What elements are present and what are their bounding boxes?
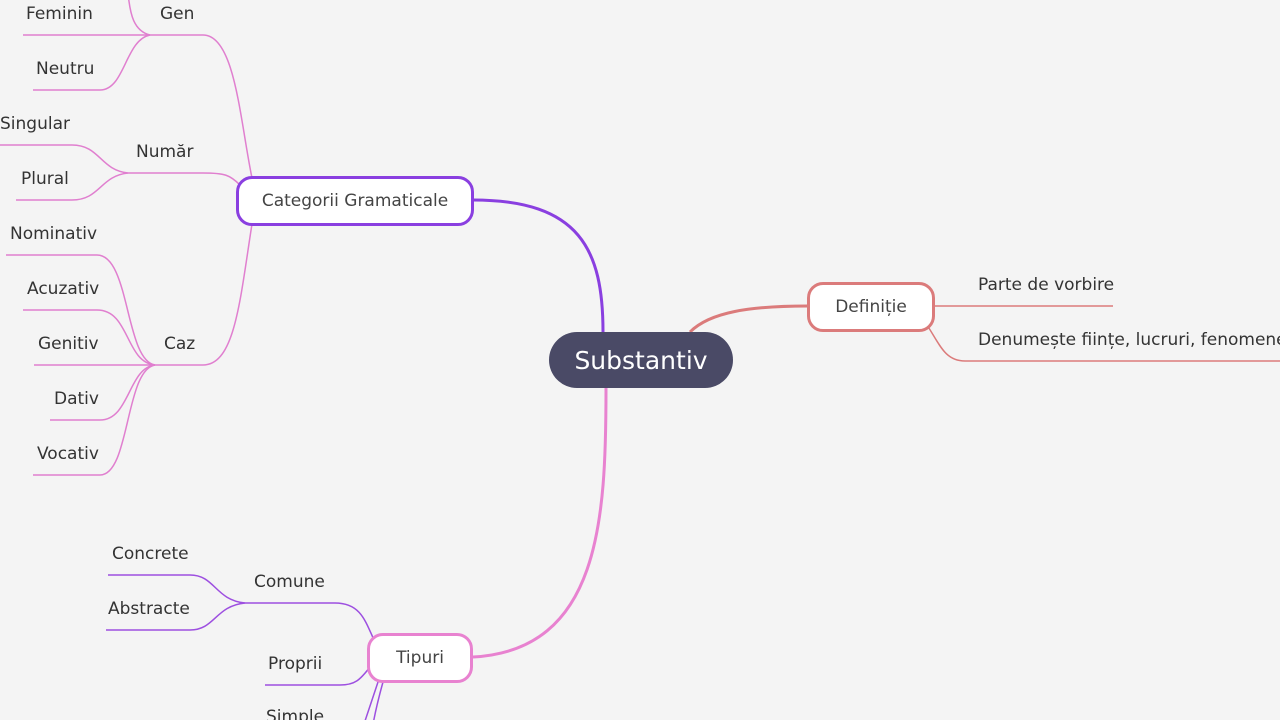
link-comune-abstracte (106, 602, 246, 631)
node-proprii[interactable]: Proprii (268, 654, 323, 674)
node-numar[interactable]: Număr (136, 142, 194, 162)
node-denumeste[interactable]: Denumește ființe, lucruri, fenomene (978, 330, 1280, 350)
node-plural[interactable]: Plural (21, 169, 69, 189)
link-categorii-gen (202, 34, 253, 179)
node-abstracte[interactable]: Abstracte (108, 599, 190, 619)
link-root-tipuri (472, 387, 608, 659)
node-acuzativ[interactable]: Acuzativ (27, 279, 100, 299)
link-numar-plural (16, 172, 129, 201)
link-tipuri-simple (364, 681, 379, 720)
link-caz-nominativ (6, 254, 156, 366)
branch-tipuri-label: Tipuri (396, 648, 444, 668)
root-label: Substantiv (574, 345, 708, 375)
node-dativ[interactable]: Dativ (54, 389, 99, 409)
link-tipuri-comune (245, 602, 375, 641)
node-genitiv[interactable]: Genitiv (38, 334, 99, 354)
node-nominativ[interactable]: Nominativ (10, 224, 98, 244)
node-concrete[interactable]: Concrete (112, 544, 189, 564)
branch-definitie-label: Definiție (835, 297, 907, 317)
link-numar-singular (0, 144, 129, 174)
node-comune[interactable]: Comune (254, 572, 325, 592)
link-gen-neutru (33, 34, 151, 91)
link-caz-dativ (50, 364, 156, 421)
node-feminin[interactable]: Feminin (26, 4, 93, 24)
node-singular[interactable]: Singular (0, 114, 70, 134)
node-simple[interactable]: Simple (266, 707, 325, 720)
node-parte-de-vorbire[interactable]: Parte de vorbire (978, 275, 1115, 295)
node-neutru[interactable]: Neutru (36, 59, 95, 79)
link-categorii-numar (202, 172, 241, 186)
link-comune-concrete (108, 574, 246, 604)
root-node[interactable]: Substantiv (549, 332, 733, 388)
link-tipuri-simple-2 (373, 681, 384, 720)
link-caz-acuzativ (23, 309, 156, 366)
link-gen-top (128, 0, 151, 36)
link-categorii-caz (202, 223, 253, 366)
link-caz-vocativ (33, 364, 156, 476)
node-vocativ[interactable]: Vocativ (37, 444, 99, 464)
branch-definitie[interactable]: Definiție (807, 282, 935, 332)
link-root-categorii (472, 198, 605, 333)
node-gen[interactable]: Gen (160, 4, 195, 24)
branch-tipuri[interactable]: Tipuri (367, 633, 473, 683)
branch-categorii-label: Categorii Gramaticale (261, 191, 449, 211)
node-caz[interactable]: Caz (164, 334, 196, 354)
branch-categorii-gramaticale[interactable]: Categorii Gramaticale (236, 176, 474, 226)
link-definitie-denumeste (926, 324, 1280, 362)
link-root-definitie (688, 304, 809, 334)
